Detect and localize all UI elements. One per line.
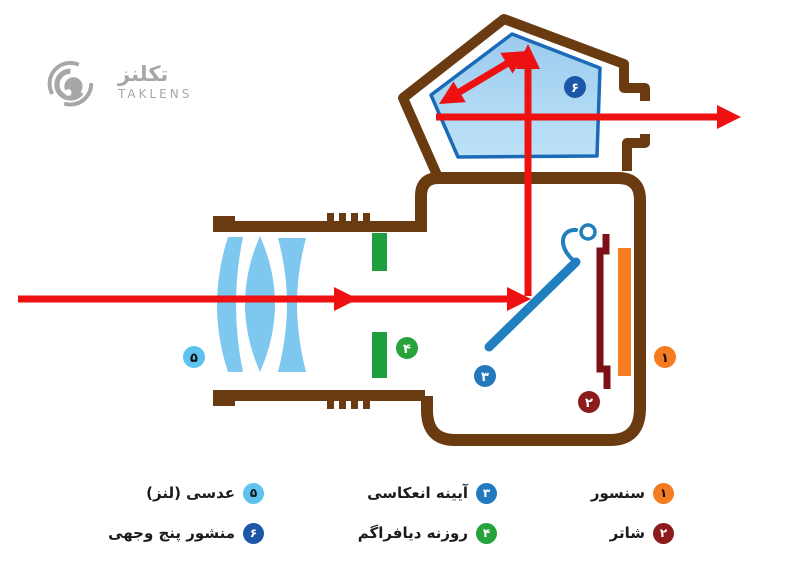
svg-text:۲: ۲: [585, 396, 593, 411]
legend-badge-5: ۵: [243, 482, 264, 504]
lens-elements: [217, 236, 306, 372]
legend-label-lens: عدسی (لنز): [146, 484, 235, 502]
callout-badge-5: ۵: [183, 346, 205, 368]
callout-badge-2: ۲: [578, 391, 600, 413]
legend-badge-2: ۲: [653, 522, 674, 544]
svg-text:۱: ۱: [661, 351, 669, 366]
sensor: [618, 248, 631, 376]
legend-label-pentaprism: منشور پنج وجهی: [108, 524, 235, 542]
reflex-mirror: [484, 223, 597, 352]
legend-item-shutter: ۲ شاتر: [610, 522, 674, 544]
callout-badge-3: ۳: [474, 365, 496, 387]
legend-label-mirror: آیینه انعکاسی: [367, 484, 468, 502]
svg-text:۶: ۶: [571, 81, 579, 96]
pentaprism-housing: [398, 14, 650, 178]
aperture-diaphragm: [372, 233, 387, 378]
callout-badge-1: ۱: [654, 346, 676, 368]
legend-label-shutter: شاتر: [609, 524, 645, 542]
legend-badge-3: ۳: [476, 482, 497, 504]
svg-text:۴: ۴: [403, 342, 411, 357]
legend-item-lens: ۵ عدسی (لنز): [146, 482, 264, 504]
legend-item-aperture: ۴ روزنه دیافراگم: [358, 522, 497, 544]
legend-badge-1: ۱: [653, 482, 674, 504]
legend-label-aperture: روزنه دیافراگم: [357, 524, 468, 542]
legend-item-mirror: ۳ آیینه انعکاسی: [367, 482, 497, 504]
svg-text:۵: ۵: [190, 351, 198, 366]
shutter: [596, 234, 611, 389]
legend-badge-6: ۶: [243, 522, 264, 544]
legend-item-pentaprism: ۶ منشور پنج وجهی: [108, 522, 264, 544]
dslr-cross-section-diagram: ۱ ۲ ۳ ۴ ۵ ۶: [18, 14, 741, 446]
light-path-arrows: [18, 44, 741, 311]
legend-label-sensor: سنسور: [590, 484, 645, 502]
callout-badge-6: ۶: [564, 76, 586, 98]
camera-body-outline: [415, 172, 646, 446]
lens-barrel: [213, 213, 425, 409]
camera-lens-logo-icon: [47, 60, 94, 107]
svg-text:۳: ۳: [481, 370, 489, 385]
brand-logo: تکلنز TAKLENS: [34, 42, 192, 122]
legend-item-sensor: ۱ سنسور: [591, 482, 674, 504]
brand-name-persian: تکلنز: [118, 62, 169, 86]
brand-name-latin: TAKLENS: [118, 87, 193, 101]
callout-badge-4: ۴: [396, 337, 418, 359]
legend-badge-4: ۴: [476, 522, 497, 544]
